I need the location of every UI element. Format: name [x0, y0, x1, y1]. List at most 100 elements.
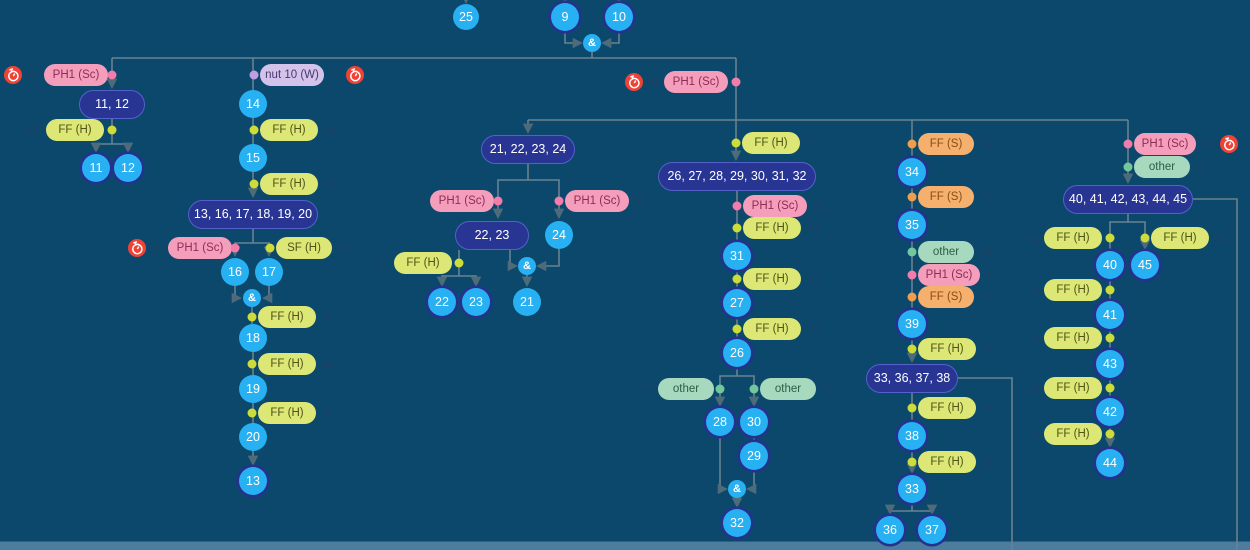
edge-connector [958, 377, 1013, 550]
graph-node-36[interactable]: 36 [876, 516, 904, 544]
requirement-pill-ffs[interactable]: FF (S) [918, 286, 974, 308]
requirement-pill-ffh[interactable]: FF (H) [743, 318, 801, 340]
requirement-pill-ph1[interactable]: PH1 (Sc) [664, 71, 728, 93]
group-box[interactable]: 21, 22, 23, 24 [481, 134, 575, 164]
group-box[interactable]: 22, 23 [455, 220, 529, 250]
requirement-pill-ph1[interactable]: PH1 (Sc) [168, 237, 232, 259]
graph-node-28[interactable]: 28 [706, 408, 734, 436]
edge-connector [600, 31, 620, 49]
graph-node-33[interactable]: 33 [898, 475, 926, 503]
graph-node-22[interactable]: 22 [428, 288, 456, 316]
requirement-pill-ffh[interactable]: FF (H) [258, 402, 316, 424]
graph-node-42[interactable]: 42 [1096, 398, 1124, 426]
graph-node-43[interactable]: 43 [1096, 350, 1124, 378]
requirement-pill-ffh[interactable]: FF (H) [394, 252, 452, 274]
requirement-pill-ffh[interactable]: FF (H) [1044, 279, 1102, 301]
requirement-pill-ph1[interactable]: PH1 (Sc) [565, 190, 629, 212]
connector-dot [907, 457, 917, 467]
requirement-pill-other[interactable]: other [1134, 156, 1190, 178]
graph-node-37[interactable]: 37 [918, 516, 946, 544]
requirement-pill-ffh[interactable]: FF (H) [918, 397, 976, 419]
group-box[interactable]: 40, 41, 42, 43, 44, 45 [1063, 184, 1193, 214]
requirement-pill-ffh[interactable]: FF (H) [258, 306, 316, 328]
requirement-pill-ffh[interactable]: FF (H) [918, 338, 976, 360]
graph-node-17[interactable]: 17 [255, 258, 283, 286]
connector-dot [454, 258, 464, 268]
multiplier-label: x1 [1215, 232, 1227, 244]
group-box[interactable]: 26, 27, 28, 29, 30, 31, 32 [658, 161, 816, 191]
graph-node-40[interactable]: 40 [1096, 251, 1124, 279]
connector-dot [907, 139, 917, 149]
connector-dot [907, 270, 917, 280]
and-junction-node: & [243, 289, 261, 307]
requirement-pill-ffh[interactable]: FF (H) [1151, 227, 1209, 249]
graph-node-34[interactable]: 34 [898, 158, 926, 186]
multiplier-label: x2 [813, 200, 825, 212]
requirement-pill-ffh[interactable]: FF (H) [743, 217, 801, 239]
graph-node-41[interactable]: 41 [1096, 301, 1124, 329]
requirement-pill-other[interactable]: other [918, 241, 974, 263]
requirement-pill-ffh[interactable]: FF (H) [1044, 423, 1102, 445]
edge-connector [912, 504, 938, 516]
graph-node-9[interactable]: 9 [551, 3, 579, 31]
requirement-pill-ffh[interactable]: FF (H) [1044, 377, 1102, 399]
graph-node-24[interactable]: 24 [545, 221, 573, 249]
graph-node-25[interactable]: 25 [453, 4, 479, 30]
graph-node-23[interactable]: 23 [462, 288, 490, 316]
requirement-pill-ffh[interactable]: FF (H) [258, 353, 316, 375]
requirement-pill-ffh[interactable]: FF (H) [1044, 227, 1102, 249]
graph-node-18[interactable]: 18 [239, 324, 267, 352]
requirement-pill-ffh[interactable]: FF (H) [260, 173, 318, 195]
graph-node-21[interactable]: 21 [513, 288, 541, 316]
requirement-pill-ffs[interactable]: FF (S) [918, 186, 974, 208]
graph-node-45[interactable]: 45 [1131, 251, 1159, 279]
connector-dot [1105, 429, 1115, 439]
requirement-pill-ffh[interactable]: FF (H) [260, 119, 318, 141]
graph-node-12[interactable]: 12 [114, 154, 142, 182]
requirement-pill-ph1[interactable]: PH1 (Sc) [1134, 133, 1196, 155]
requirement-pill-ffh[interactable]: FF (H) [743, 268, 801, 290]
group-box[interactable]: 11, 12 [79, 89, 145, 119]
edge-connector [112, 142, 134, 154]
graph-node-32[interactable]: 32 [723, 509, 751, 537]
multiplier-label: x2 [324, 124, 336, 136]
graph-node-11[interactable]: 11 [82, 154, 110, 182]
graph-node-14[interactable]: 14 [239, 90, 267, 118]
requirement-pill-ph1[interactable]: PH1 (Sc) [918, 264, 980, 286]
edge-connector [737, 375, 760, 408]
graph-node-19[interactable]: 19 [239, 375, 267, 403]
requirement-pill-ffh[interactable]: FF (H) [46, 119, 104, 141]
requirement-pill-ffs[interactable]: FF (S) [918, 133, 974, 155]
requirement-pill-nut[interactable]: nut 10 (W) [260, 64, 324, 86]
requirement-pill-other[interactable]: other [658, 378, 714, 400]
graph-node-30[interactable]: 30 [740, 408, 768, 436]
graph-node-10[interactable]: 10 [605, 3, 633, 31]
requirement-pill-ph1[interactable]: PH1 (Sc) [430, 190, 494, 212]
graph-node-39[interactable]: 39 [898, 310, 926, 338]
graph-node-27[interactable]: 27 [723, 289, 751, 317]
edge-connector [714, 375, 737, 408]
graph-node-35[interactable]: 35 [898, 211, 926, 239]
connector-dot [1105, 333, 1115, 343]
graph-node-20[interactable]: 20 [239, 423, 267, 451]
graph-node-13[interactable]: 13 [239, 467, 267, 495]
graph-node-31[interactable]: 31 [723, 242, 751, 270]
group-box[interactable]: 33, 36, 37, 38 [866, 363, 958, 393]
graph-node-38[interactable]: 38 [898, 422, 926, 450]
requirement-pill-other[interactable]: other [760, 378, 816, 400]
connector-dot [107, 70, 117, 80]
graph-node-29[interactable]: 29 [740, 442, 768, 470]
requirement-pill-sfh[interactable]: SF (H) [276, 237, 332, 259]
connector-dot [749, 384, 759, 394]
requirement-pill-ph1[interactable]: PH1 (Sc) [743, 195, 807, 217]
graph-node-15[interactable]: 15 [239, 144, 267, 172]
graph-node-44[interactable]: 44 [1096, 449, 1124, 477]
requirement-pill-ffh[interactable]: FF (H) [742, 132, 800, 154]
group-box[interactable]: 13, 16, 17, 18, 19, 20 [188, 199, 318, 229]
graph-node-16[interactable]: 16 [221, 258, 249, 286]
graph-node-26[interactable]: 26 [723, 339, 751, 367]
requirement-pill-ffh[interactable]: FF (H) [918, 451, 976, 473]
requirement-pill-ph1[interactable]: PH1 (Sc) [44, 64, 108, 86]
multiplier-label: x1 [980, 138, 992, 150]
requirement-pill-ffh[interactable]: FF (H) [1044, 327, 1102, 349]
